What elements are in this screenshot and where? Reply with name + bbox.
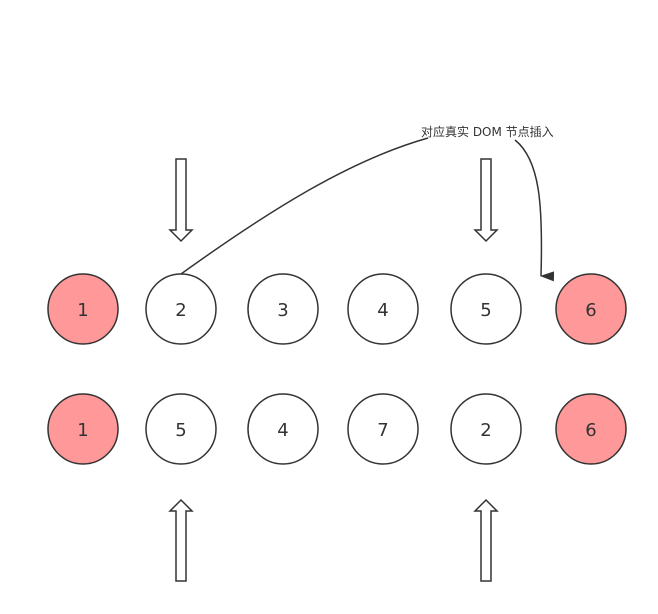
old-node-circle-4 (347, 273, 419, 345)
new-node-label-3: 4 (277, 420, 288, 441)
node-move-curve (180, 137, 429, 275)
old-node-label-1: 1 (77, 300, 88, 321)
new-start-pointer-arrow (168, 498, 194, 582)
old-node-circle-5 (450, 273, 522, 345)
new-node-circle-2 (145, 393, 217, 465)
old-list-row: 1 2 3 4 5 6 (47, 273, 627, 345)
new-node-label-5: 2 (480, 420, 491, 441)
new-node-circle-6 (555, 393, 627, 465)
old-list-node: 6 (555, 273, 627, 345)
old-end-pointer-arrow (473, 158, 499, 243)
new-list-node: 2 (450, 393, 522, 465)
new-node-label-4: 7 (377, 420, 388, 441)
old-node-label-6: 6 (585, 300, 596, 321)
new-node-label-1: 1 (77, 420, 88, 441)
new-node-circle-4 (347, 393, 419, 465)
old-node-circle-3 (247, 273, 319, 345)
old-node-label-4: 4 (377, 300, 388, 321)
old-node-label-3: 3 (277, 300, 288, 321)
new-list-row: 1 5 4 7 2 6 (47, 393, 627, 465)
old-node-circle-6 (555, 273, 627, 345)
annotation-label: 对应真实 DOM 节点插入 (421, 124, 554, 139)
old-list-node: 3 (247, 273, 319, 345)
new-end-pointer-arrow (473, 498, 499, 582)
old-list-node: 4 (347, 273, 419, 345)
old-list-node: 5 (450, 273, 522, 345)
old-list-node: 2 (145, 273, 217, 345)
new-node-label-2: 5 (175, 420, 186, 441)
old-list-node: 1 (47, 273, 119, 345)
new-list-node: 6 (555, 393, 627, 465)
new-node-circle-1 (47, 393, 119, 465)
old-node-label-2: 2 (175, 300, 186, 321)
insertion-arrow-curve (514, 139, 555, 282)
old-node-circle-1 (47, 273, 119, 345)
old-node-label-5: 5 (480, 300, 491, 321)
new-list-node: 5 (145, 393, 217, 465)
new-list-node: 7 (347, 393, 419, 465)
new-list-node: 1 (47, 393, 119, 465)
old-start-pointer-arrow (168, 158, 194, 243)
new-node-circle-5 (450, 393, 522, 465)
new-node-circle-3 (247, 393, 319, 465)
old-node-circle-2 (145, 273, 217, 345)
new-list-node: 4 (247, 393, 319, 465)
new-node-label-6: 6 (585, 420, 596, 441)
